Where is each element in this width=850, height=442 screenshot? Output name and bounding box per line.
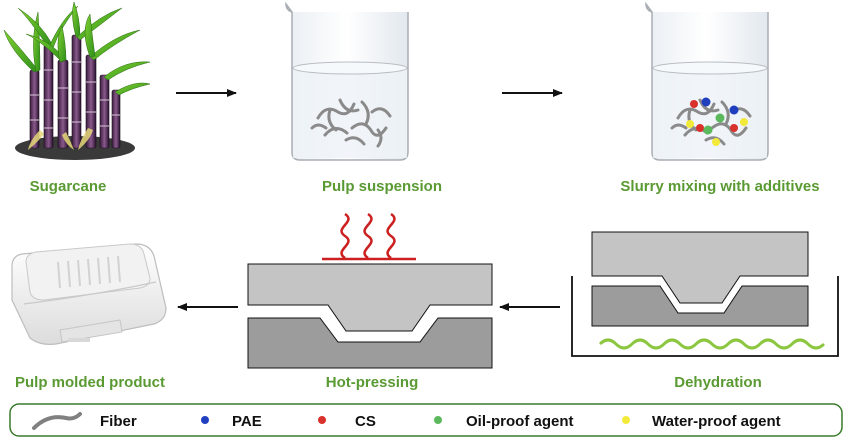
legend-box: [9, 403, 843, 437]
legend-label-fiber: Fiber: [100, 413, 137, 430]
label-sugarcane: Sugarcane: [30, 178, 107, 195]
label-hot-pressing: Hot-pressing: [326, 374, 419, 391]
pae-legend-dot-icon: [201, 416, 209, 424]
pulp-molded-tray: [11, 243, 167, 345]
additive-particles: [686, 97, 748, 146]
dehydration-illustration: [571, 231, 839, 357]
legend-label-oil-proof: Oil-proof agent: [466, 413, 574, 430]
dehydration-tank: [571, 276, 839, 357]
sugarcane-illustration: [3, 1, 151, 160]
legend: Fiber PAE CS Oil-proof agent Water-proof…: [9, 403, 843, 437]
filtrate-wave: [598, 338, 826, 350]
legend-label-cs: CS: [355, 413, 376, 430]
upper-mold: [591, 231, 809, 304]
hot-pressing-illustration: [247, 212, 493, 369]
water-proof-legend-dot-icon: [622, 416, 630, 424]
cs-legend-dot-icon: [318, 416, 326, 424]
label-dehydration: Dehydration: [674, 374, 762, 391]
label-pulp-suspension: Pulp suspension: [322, 178, 442, 195]
fiber-legend-icon: [32, 412, 82, 430]
lower-press-plate: [247, 317, 493, 369]
legend-label-pae: PAE: [232, 413, 262, 430]
flow-arrows: [176, 89, 563, 311]
beaker-slurry-mixing: [645, 1, 769, 161]
legend-label-water-proof: Water-proof agent: [652, 413, 781, 430]
upper-press-plate: [247, 263, 493, 332]
fiber-cluster: [310, 98, 392, 148]
oil-proof-legend-dot-icon: [434, 416, 442, 424]
beaker-pulp-suspension: [285, 1, 409, 161]
label-slurry-mixing: Slurry mixing with additives: [620, 178, 819, 195]
heat-lines: [322, 212, 416, 261]
label-pulp-molded-product: Pulp molded product: [15, 374, 165, 391]
lower-mold: [591, 285, 809, 327]
